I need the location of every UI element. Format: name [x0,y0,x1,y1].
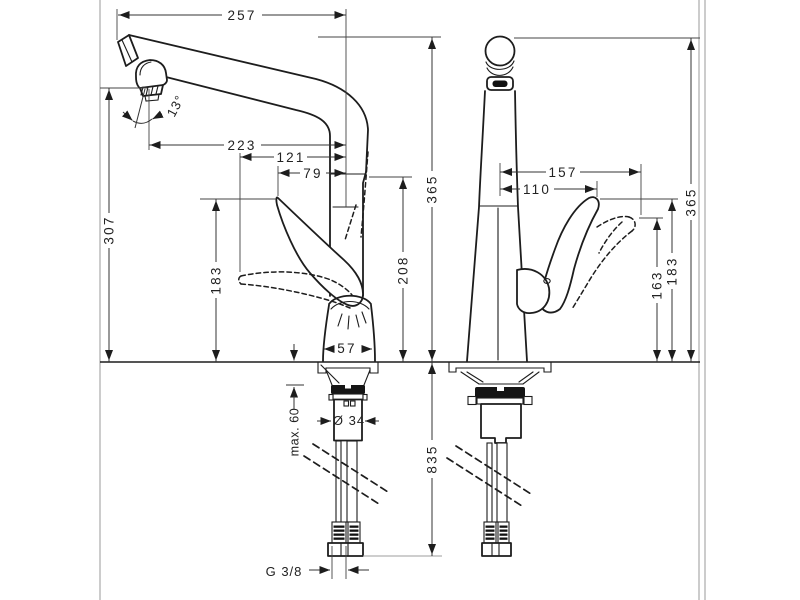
front-view-mounting [446,361,552,557]
dim-label-handle-high-reach: 79 [303,166,322,181]
spout-head-front [484,35,516,67]
dim-label-clearance: 208 [396,255,411,284]
spray-angle-callout [122,88,164,129]
dim-label-handle-height-front-high: 183 [665,256,680,285]
dim-label-outlet-height: 307 [102,215,117,244]
front-view-faucet [446,35,636,557]
body-shading [337,311,367,330]
dim-label-front-reach-high: 110 [523,182,551,197]
dim-label-handle-low-reach: 121 [276,150,305,165]
dim-label-spray-angle: 13° [164,92,188,119]
spout-tip [117,34,139,67]
page-frame [99,0,706,600]
dim-label-base-width: 57 [337,341,356,356]
side-view-faucet [117,34,389,557]
dim-label-total-height-side: 365 [425,174,440,203]
dim-label-handle-height-front-low: 163 [650,270,665,299]
handle-front-lowered-phantom [571,215,636,310]
dim-label-hose-length: 835 [425,444,440,473]
handle-side-raised [275,196,364,307]
side-view-mounting [303,361,389,557]
dimension-annotations: 257 307 13° 223 121 79 183 208 365 57 ma… [100,8,700,579]
handle-knuckle [516,268,551,315]
hose-connector [327,521,364,557]
dim-label-handle-height-side: 183 [209,265,224,294]
dim-label-shank-diameter: Ø 34 [333,413,365,428]
dim-label-max-counter: max. 60 [288,408,302,457]
dim-label-front-reach-low: 157 [548,165,577,180]
dim-label-thread-size: G 3/8 [266,564,303,579]
dim-label-total-height-front: 365 [684,187,699,216]
dim-label-spout-reach: 257 [227,8,256,23]
dim-label-outlet-to-axis: 223 [227,138,256,153]
spray-head [135,59,168,102]
handle-front-raised [539,196,600,314]
